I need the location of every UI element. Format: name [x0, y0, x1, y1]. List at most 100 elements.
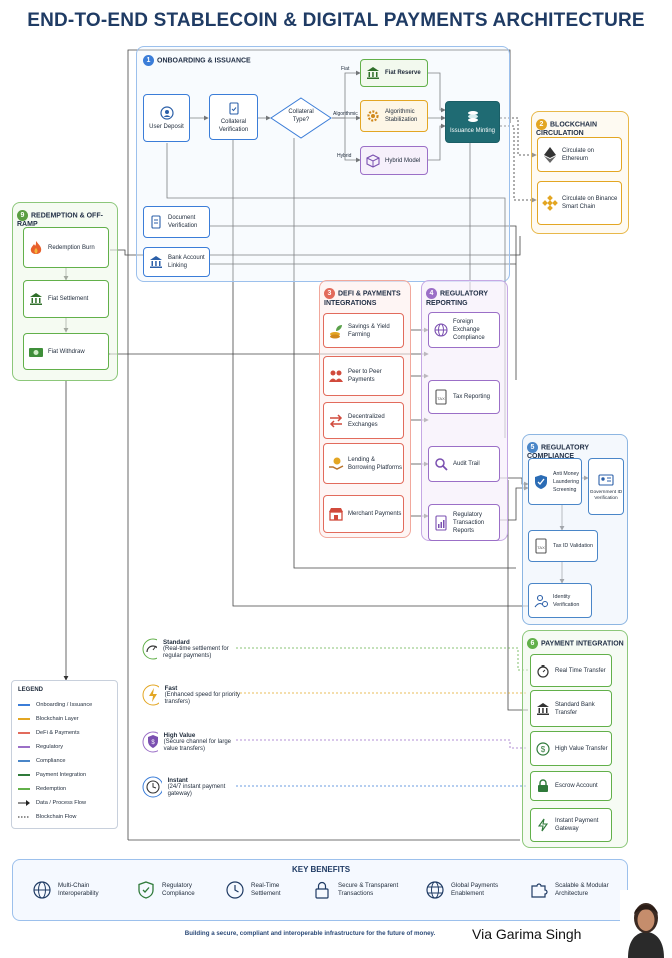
document-verification-node[interactable]: Document Verification [143, 206, 210, 238]
benefit-item: Scalable & Modular Architecture [529, 880, 617, 900]
node-label: Lending & Borrowing Platforms [348, 456, 403, 471]
node-label: Circulate on Binance Smart Chain [562, 196, 618, 210]
node-label: Circulate on Ethereum [562, 147, 595, 162]
legend-title: LEGEND [18, 687, 44, 693]
edge-label-algorithmic: Algorithmic [333, 111, 358, 117]
redemption-burn-node[interactable]: Redemption Burn [23, 227, 109, 268]
key-benefits-panel: KEY BENEFITS [12, 859, 628, 921]
algorithmic-stabilization-node[interactable]: Algorithmic Stabilization [360, 100, 428, 132]
aml-screening-node[interactable]: Anti Money Laundering Screening [528, 458, 582, 505]
node-label: Standard Bank Transfer [555, 701, 595, 716]
section-number: 3 [324, 288, 335, 299]
dex-node[interactable]: Decentralized Exchanges [323, 402, 404, 439]
gauge-icon [142, 638, 158, 660]
legend-item: Data / Process Flow [18, 800, 86, 806]
node-label: Decentralized Exchanges [348, 413, 385, 428]
node-label: Real Time Transfer [555, 667, 606, 674]
tagline: Building a secure, compliant and interop… [184, 930, 436, 937]
legend-item: Onboarding / Issuance [18, 702, 92, 708]
node-label: Fiat Withdraw [48, 348, 85, 355]
speed-desc: (Enhanced speed for priority transfers) [164, 691, 240, 705]
escrow-account-node[interactable]: Escrow Account [530, 771, 612, 801]
node-label: Issuance Minting [449, 128, 496, 134]
speed-name: High Value [163, 731, 196, 739]
realtime-transfer-node[interactable]: Real Time Transfer [530, 654, 612, 687]
section-number: 4 [426, 288, 437, 299]
banknote-icon [28, 344, 44, 360]
section-title-text: REGULATORY COMPLIANCE [527, 444, 589, 460]
ethereum-icon [542, 146, 558, 163]
node-label: Hybrid Model [385, 157, 421, 164]
audit-trail-node[interactable]: Audit Trail [428, 446, 500, 482]
binance-node[interactable]: Circulate on Binance Smart Chain [537, 181, 622, 225]
hybrid-model-node[interactable]: Hybrid Model [360, 146, 428, 175]
section-title-text: PAYMENT INTEGRATION [541, 640, 624, 648]
speed-desc: (Real-time settlement for regular paymen… [163, 645, 229, 659]
identity-verification-node[interactable]: Identity Verification [528, 583, 592, 618]
fiat-reserve-node[interactable]: Fiat Reserve [360, 59, 428, 87]
legend-item: Redemption [18, 786, 66, 792]
tax-id-node[interactable]: TAX Tax ID Validation [528, 530, 598, 562]
node-label: Collateral Verification [218, 119, 249, 133]
document-icon [148, 214, 164, 230]
instant-payment-gateway-node[interactable]: Instant Payment Gateway [530, 808, 612, 842]
section-number: 9 [17, 210, 28, 221]
legend-item: Blockchain Flow [18, 814, 77, 820]
tax-reporting-node[interactable]: TAX Tax Reporting [428, 380, 500, 414]
key-benefits-title: KEY BENEFITS [291, 865, 351, 874]
section-title-text: BLOCKCHAIN CIRCULATION [536, 121, 598, 137]
ethereum-node[interactable]: Circulate on Ethereum [537, 137, 622, 172]
report-chart-icon [433, 514, 449, 531]
fx-compliance-node[interactable]: Foreign Exchange Compliance [428, 312, 500, 348]
collateral-verification-node[interactable]: Collateral Verification [209, 94, 258, 140]
standard-bank-transfer-node[interactable]: Standard Bank Transfer [530, 690, 612, 727]
bank-account-linking-node[interactable]: Bank Account Linking [143, 247, 210, 277]
lending-node[interactable]: Lending & Borrowing Platforms [323, 443, 404, 484]
tax-document-icon: TAX [533, 538, 549, 554]
cube-icon [365, 153, 381, 169]
gov-id-node[interactable]: Government ID Verification [588, 458, 624, 515]
regulatory-reports-node[interactable]: Regulatory Transaction Reports [428, 504, 500, 541]
user-check-icon [533, 593, 549, 609]
user-icon [159, 105, 175, 121]
people-icon [328, 368, 344, 384]
edge-label-hybrid: Hybrid [337, 153, 352, 159]
speed-name: Fast [164, 684, 178, 692]
node-label: Redemption Burn [48, 244, 95, 251]
p2p-payments-node[interactable]: Peer to Peer Payments [323, 356, 404, 396]
plant-coins-icon [328, 323, 344, 339]
id-card-icon [598, 472, 614, 488]
savings-yield-node[interactable]: Savings & Yield Farming [323, 313, 404, 348]
speed-name: Instant [167, 776, 188, 784]
node-label: Savings & Yield Farming [348, 323, 390, 338]
benefit-item: Regulatory Compliance [136, 880, 212, 900]
section-number: 1 [143, 55, 154, 66]
node-label: Escrow Account [555, 783, 598, 789]
node-label: Fiat Settlement [48, 296, 89, 302]
section-title-text: DEFI & PAYMENTS INTEGRATIONS [324, 290, 401, 307]
user-deposit-node[interactable]: User Deposit [143, 94, 190, 142]
shield-dollar-icon: $ [142, 731, 158, 753]
node-label: High Value Transfer [555, 745, 608, 752]
fiat-settlement-node[interactable]: Fiat Settlement [23, 280, 109, 318]
node-label: Anti Money Laundering Screening [553, 470, 579, 493]
node-label: Foreign Exchange Compliance [453, 319, 485, 341]
issuance-minting-node[interactable]: Issuance Minting [445, 101, 500, 143]
collateral-type-decision[interactable] [270, 97, 332, 139]
fiat-withdraw-node[interactable]: Fiat Withdraw [23, 333, 109, 370]
high-value-transfer-node[interactable]: $ High Value Transfer [530, 731, 612, 766]
node-label: Fiat Reserve [385, 70, 421, 76]
clock-icon [225, 880, 245, 900]
merchant-payments-node[interactable]: Merchant Payments [323, 495, 404, 533]
benefit-item: Multi-Chain Interoperability [32, 880, 116, 900]
legend-item: Compliance [18, 758, 66, 764]
node-label: Identity Verification [553, 593, 580, 608]
legend-item: Payment Integration [18, 772, 86, 778]
lightning-icon [142, 684, 159, 706]
svg-text:TAX: TAX [437, 396, 445, 401]
